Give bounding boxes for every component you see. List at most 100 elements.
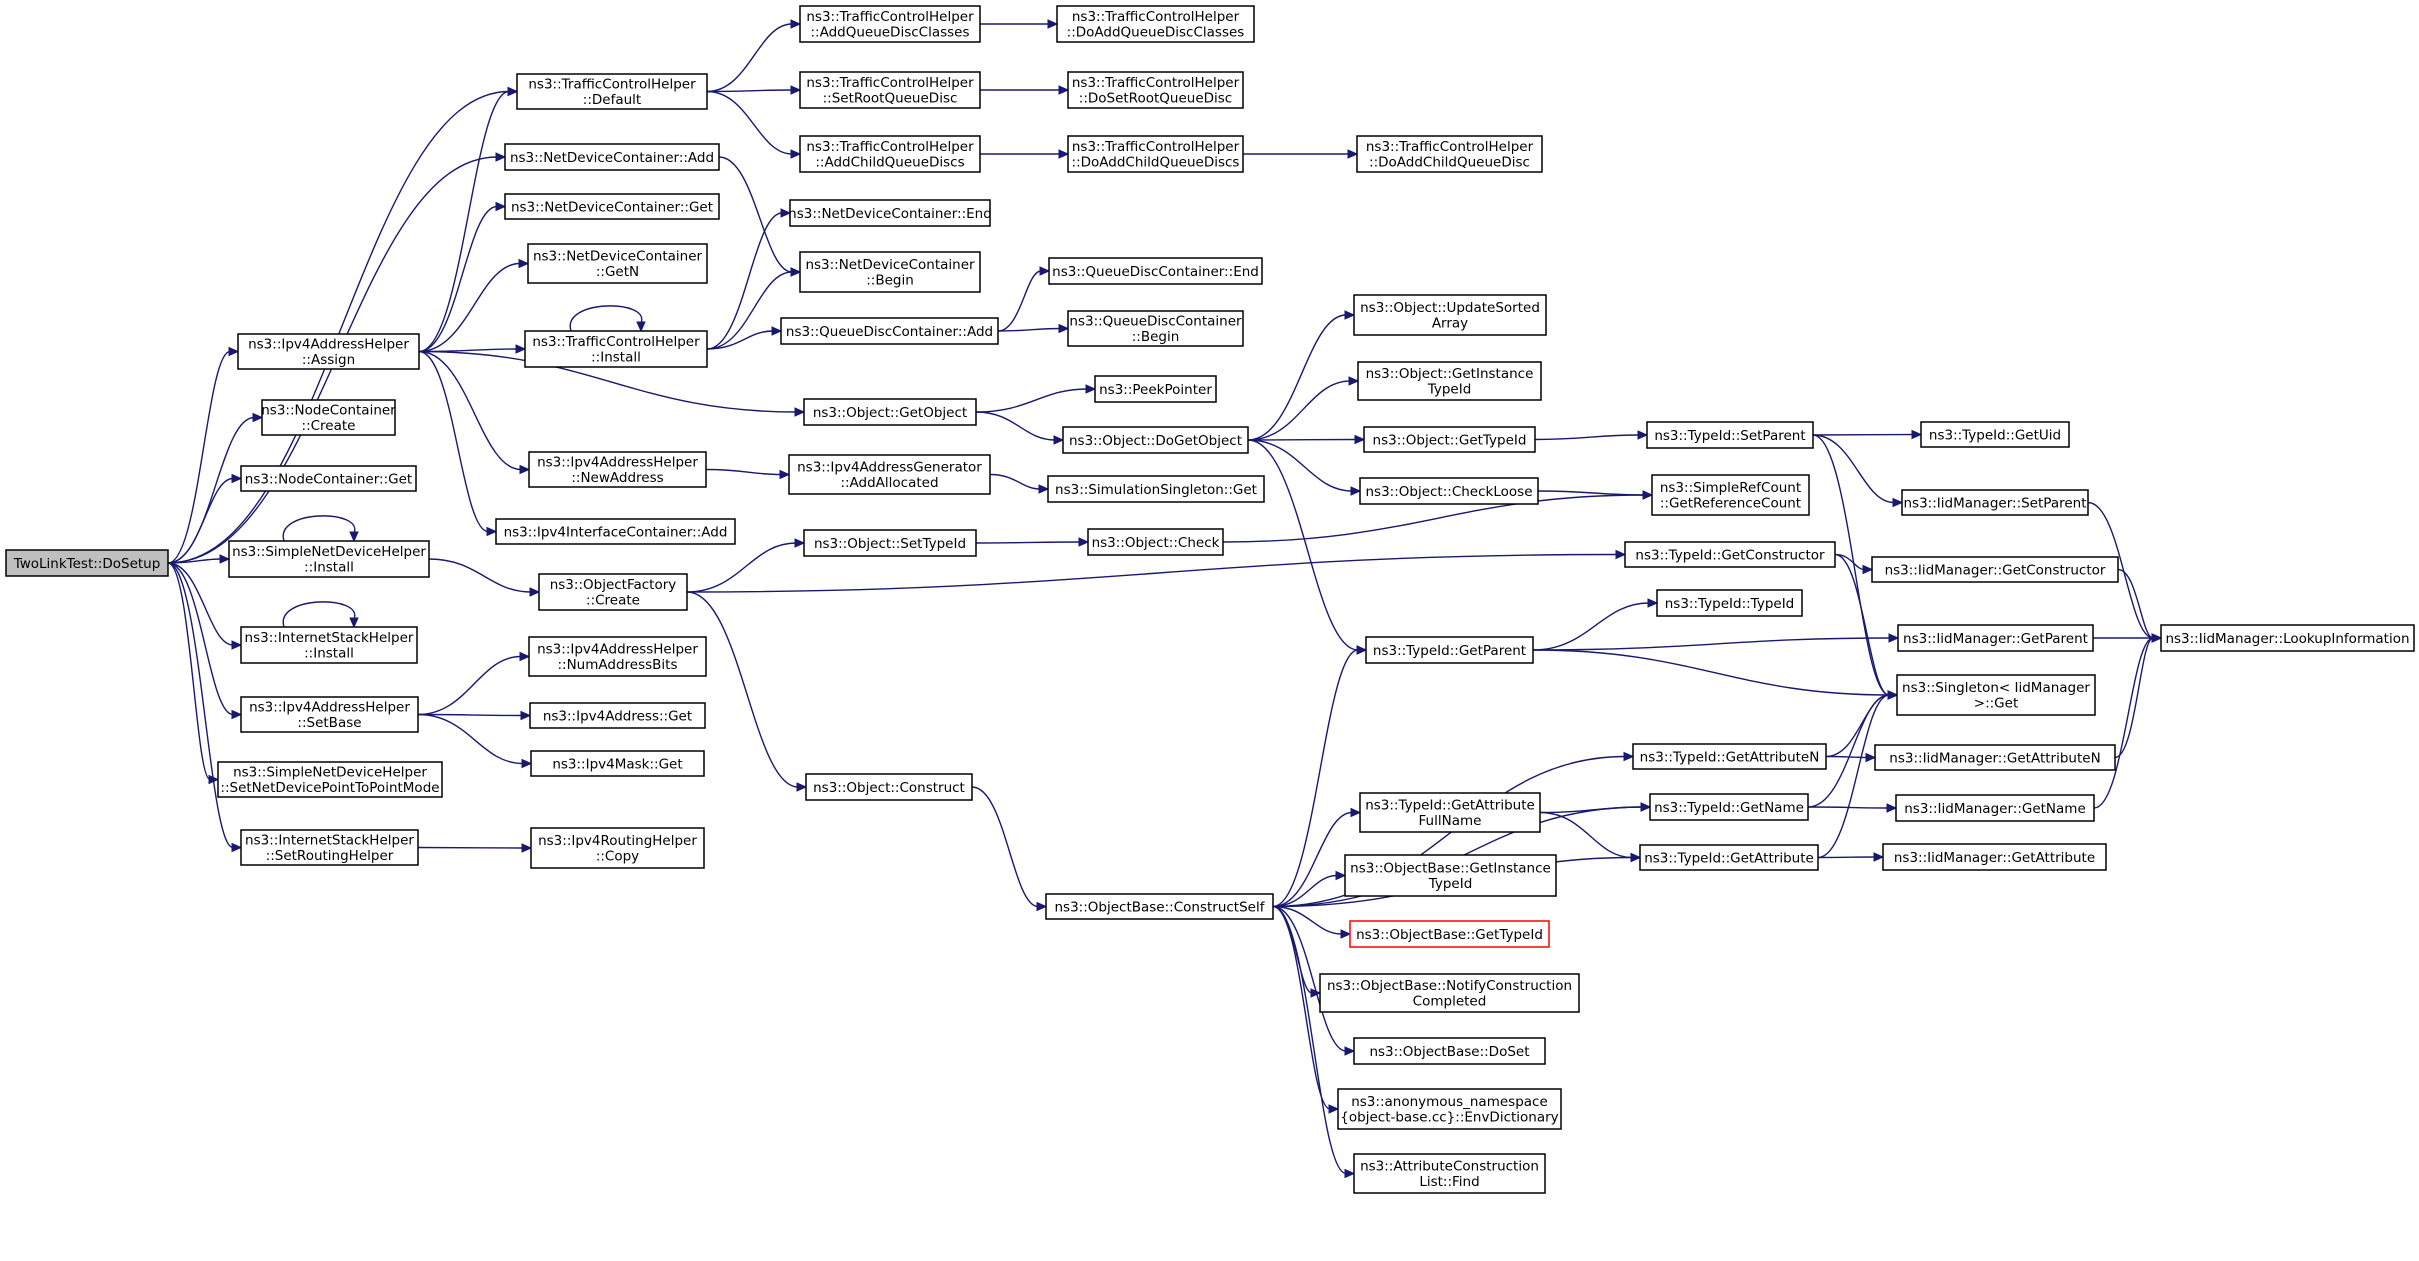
node-label: ::GetReferenceCount — [1660, 496, 1801, 512]
node-label: ::SetRoutingHelper — [266, 848, 394, 864]
node-ndc-get[interactable]: ns3::NetDeviceContainer::Get — [504, 193, 720, 220]
node-box — [1896, 674, 2096, 716]
node-label: FullName — [1419, 813, 1482, 829]
node-ish-routing[interactable]: ns3::InternetStackHelper::SetRoutingHelp… — [240, 829, 419, 866]
node-iid-getconstructor[interactable]: ns3::IidManager::GetConstructor — [1871, 556, 2119, 583]
node-tid-setparent[interactable]: ns3::TypeId::SetParent — [1646, 421, 1814, 449]
node-ob-gettypeid[interactable]: ns3::ObjectBase::GetTypeId — [1349, 920, 1550, 948]
edge-arrowhead — [252, 412, 264, 423]
node-obj-check[interactable]: ns3::Object::Check — [1087, 528, 1224, 556]
node-ndc-add[interactable]: ns3::NetDeviceContainer::Add — [504, 143, 720, 171]
node-ipv4mask-get[interactable]: ns3::Ipv4Mask::Get — [530, 750, 705, 777]
node-tid-getuid[interactable]: ns3::TypeId::GetUid — [1920, 421, 2070, 448]
node-tch-doaddchilds[interactable]: ns3::TrafficControlHelper::DoAddChildQue… — [1067, 135, 1244, 173]
node-qdc-end[interactable]: ns3::QueueDiscContainer::End — [1048, 257, 1263, 285]
node-obj-construct[interactable]: ns3::Object::Construct — [805, 773, 973, 801]
edge-tch-addqdc-to-tch-doaddqdc — [980, 19, 1059, 29]
node-iid-lookup[interactable]: ns3::IidManager::LookupInformation — [2160, 624, 2415, 652]
node-obj-getobject[interactable]: ns3::Object::GetObject — [803, 398, 977, 426]
edge-line — [1812, 433, 1914, 436]
node-simsingleton-get[interactable]: ns3::SimulationSingleton::Get — [1047, 475, 1265, 503]
node-tch-setroot[interactable]: ns3::TrafficControlHelper::SetRootQueueD… — [799, 71, 981, 109]
node-qdc-add[interactable]: ns3::QueueDiscContainer::Add — [780, 317, 999, 345]
node-ipv4-setbase[interactable]: ns3::Ipv4AddressHelper::SetBase — [240, 696, 419, 733]
node-src-getrefcount[interactable]: ns3::SimpleRefCount::GetReferenceCount — [1651, 474, 1810, 516]
node-ndc-getn[interactable]: ns3::NetDeviceContainer::GetN — [527, 243, 708, 284]
node-obj-checkloose[interactable]: ns3::Object::CheckLoose — [1359, 477, 1539, 505]
node-ob-notify[interactable]: ns3::ObjectBase::NotifyConstructionCompl… — [1319, 973, 1580, 1013]
node-iid-getparent[interactable]: ns3::IidManager::GetParent — [1897, 624, 2094, 652]
node-label: ns3::Object::CheckLoose — [1365, 484, 1532, 500]
node-root[interactable]: TwoLinkTest::DoSetup — [5, 549, 169, 577]
edge-arrowhead — [794, 407, 806, 417]
node-label: ns3::ObjectBase::NotifyConstruction — [1327, 978, 1572, 994]
node-obj-settypeid[interactable]: ns3::Object::SetTypeId — [803, 529, 977, 557]
edge-arrowhead — [495, 152, 507, 162]
node-ob-constructself[interactable]: ns3::ObjectBase::ConstructSelf — [1045, 893, 1274, 920]
node-iid-getattrn[interactable]: ns3::IidManager::GetAttributeN — [1874, 744, 2116, 771]
node-label: ns3::ObjectBase::ConstructSelf — [1055, 899, 1266, 915]
node-iid-getname[interactable]: ns3::IidManager::GetName — [1895, 794, 2095, 822]
node-ipv4ag-alloc[interactable]: ns3::Ipv4AddressGenerator::AddAllocated — [788, 454, 991, 495]
node-qdc-begin[interactable]: ns3::QueueDiscContainer::Begin — [1067, 310, 1244, 347]
node-ipv4-assign[interactable]: ns3::Ipv4AddressHelper::Assign — [237, 333, 420, 370]
node-box — [1353, 1037, 1546, 1065]
edge-ipv4-assign-to-ndc-get — [418, 201, 507, 353]
node-tch-dosetroot[interactable]: ns3::TrafficControlHelper::DoSetRootQueu… — [1067, 71, 1244, 109]
node-tid-typeid[interactable]: ns3::TypeId::TypeId — [1656, 589, 1803, 617]
node-ob-doset[interactable]: ns3::ObjectBase::DoSet — [1353, 1037, 1546, 1065]
node-obj-gettypeid[interactable]: ns3::Object::GetTypeId — [1363, 426, 1536, 453]
node-tch-doaddchild[interactable]: ns3::TrafficControlHelper::DoAddChildQue… — [1356, 135, 1543, 173]
node-tid-getattrn[interactable]: ns3::TypeId::GetAttributeN — [1632, 743, 1827, 770]
node-box — [1359, 792, 1541, 833]
node-box — [1632, 743, 1827, 770]
node-ndc-end[interactable]: ns3::NetDeviceContainer::End — [788, 199, 992, 227]
node-label: ns3::IidManager::GetConstructor — [1885, 562, 2106, 578]
node-tch-doaddqdc[interactable]: ns3::TrafficControlHelper::DoAddQueueDis… — [1056, 5, 1255, 43]
node-nodec-create[interactable]: ns3::NodeContainer::Create — [261, 399, 396, 436]
node-peekpointer[interactable]: ns3::PeekPointer — [1094, 375, 1217, 403]
edge-arrowhead — [1647, 598, 1659, 608]
node-ipv4addr-get[interactable]: ns3::Ipv4Address::Get — [529, 702, 706, 729]
node-ipv4rh-copy[interactable]: ns3::Ipv4RoutingHelper::Copy — [530, 827, 705, 869]
node-tid-getattr[interactable]: ns3::TypeId::GetAttribute — [1639, 844, 1819, 871]
node-tch-default[interactable]: ns3::TrafficControlHelper::Default — [516, 73, 708, 110]
node-ipv4-newaddr[interactable]: ns3::Ipv4AddressHelper::NewAddress — [528, 451, 707, 488]
node-ipv4ic-add[interactable]: ns3::Ipv4InterfaceContainer::Add — [495, 518, 736, 545]
node-tid-getconstructor[interactable]: ns3::TypeId::GetConstructor — [1624, 541, 1836, 568]
edge-arrowhead — [529, 587, 541, 597]
node-tch-install[interactable]: ns3::TrafficControlHelper::Install — [524, 330, 708, 368]
node-sndh-p2p[interactable]: ns3::SimpleNetDeviceHelper::SetNetDevice… — [217, 761, 443, 798]
node-tch-addchild[interactable]: ns3::TrafficControlHelper::AddChildQueue… — [799, 135, 981, 173]
edge-line — [1247, 314, 1347, 441]
edge-arrowhead — [1340, 929, 1352, 939]
node-label: ns3::TrafficControlHelper — [806, 139, 974, 155]
node-iid-setparent[interactable]: ns3::IidManager::SetParent — [1901, 489, 2089, 516]
node-ndc-begin[interactable]: ns3::NetDeviceContainer::Begin — [799, 251, 981, 293]
node-label: ns3::InternetStackHelper — [245, 630, 414, 646]
node-sndh-install[interactable]: ns3::SimpleNetDeviceHelper::Install — [228, 540, 430, 578]
node-box — [1357, 361, 1542, 401]
node-of-create[interactable]: ns3::ObjectFactory::Create — [538, 573, 688, 611]
node-anon-envdict[interactable]: ns3::anonymous_namespace{object-base.cc}… — [1337, 1088, 1562, 1130]
node-singleton-get[interactable]: ns3::Singleton< IidManager >::Get — [1896, 674, 2096, 716]
node-tid-getparent[interactable]: ns3::TypeId::GetParent — [1365, 636, 1534, 664]
edge-arrowhead — [1886, 803, 1898, 813]
node-obj-dogetobject[interactable]: ns3::Object::DoGetObject — [1062, 426, 1249, 454]
node-ish-install[interactable]: ns3::InternetStackHelper::Install — [240, 626, 418, 664]
edge-arrowhead — [1873, 852, 1885, 862]
node-nodec-get[interactable]: ns3::NodeContainer::Get — [240, 465, 417, 492]
node-tid-getname[interactable]: ns3::TypeId::GetName — [1649, 793, 1809, 821]
node-box — [528, 636, 707, 677]
node-ipv4-numbits[interactable]: ns3::Ipv4AddressHelper::NumAddressBits — [528, 636, 707, 677]
node-tch-addqdc[interactable]: ns3::TrafficControlHelper::AddQueueDiscC… — [799, 5, 981, 43]
edge-root-to-nodec-get — [167, 473, 243, 564]
node-label: ::AddChildQueueDiscs — [815, 155, 964, 171]
node-iid-getattr[interactable]: ns3::IidManager::GetAttribute — [1882, 843, 2107, 871]
edge-line — [989, 473, 1041, 490]
